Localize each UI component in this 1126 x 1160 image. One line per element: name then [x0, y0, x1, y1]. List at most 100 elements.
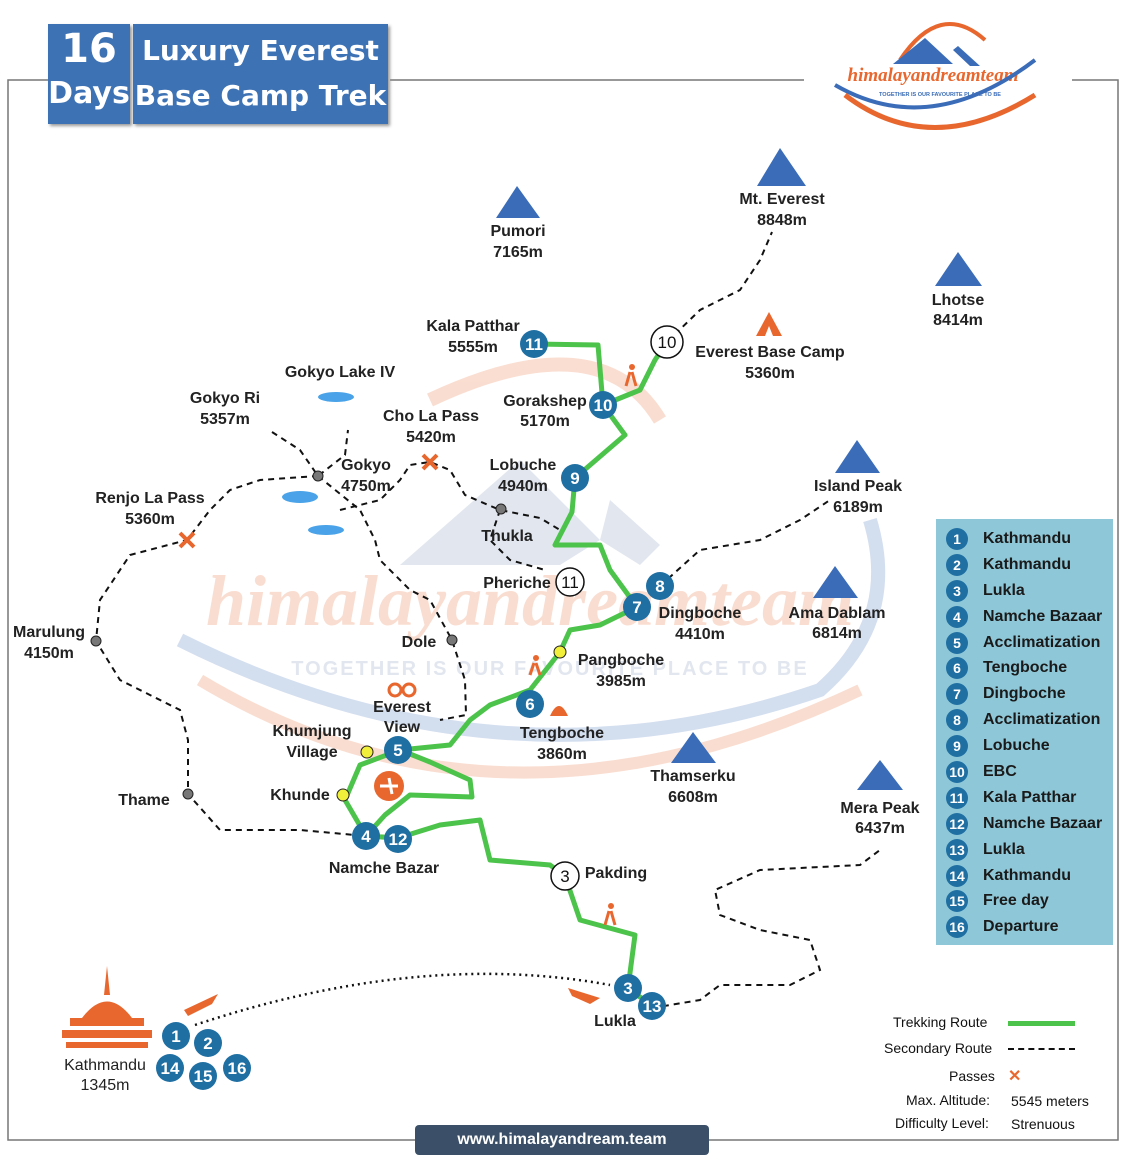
- day-badge: 7: [623, 593, 651, 621]
- svg-text:Pheriche: Pheriche: [483, 575, 551, 592]
- svg-text:Marulung: Marulung: [13, 624, 85, 641]
- day-number: 5: [946, 631, 968, 654]
- svg-text:5170m: 5170m: [520, 413, 570, 430]
- day-place: Kala Patthar: [983, 788, 1077, 806]
- airplane-icon: [568, 988, 600, 1004]
- flight-route: [194, 972, 611, 1027]
- svg-text:10: 10: [658, 333, 677, 352]
- svg-text:Ama Dablam: Ama Dablam: [789, 605, 886, 622]
- max-altitude-value: 5545 meters: [1011, 1093, 1089, 1109]
- svg-text:5420m: 5420m: [406, 429, 456, 446]
- days-number: 16: [61, 26, 117, 72]
- hiker-icon: [603, 903, 617, 926]
- svg-text:7165m: 7165m: [493, 244, 543, 261]
- day-number: 10: [946, 760, 968, 783]
- page-title: Luxury Everest Base Camp Trek: [133, 24, 388, 124]
- svg-text:Pumori: Pumori: [490, 223, 545, 240]
- svg-text:3: 3: [560, 867, 569, 886]
- key-secondary-label: Secondary Route: [884, 1040, 993, 1056]
- svg-text:11: 11: [525, 335, 543, 354]
- svg-text:11: 11: [561, 573, 579, 592]
- day-number: 11: [946, 786, 968, 809]
- svg-text:6814m: 6814m: [812, 625, 862, 642]
- day-number: 13: [946, 838, 968, 861]
- svg-text:5555m: 5555m: [448, 339, 498, 356]
- day-number: 1: [946, 527, 968, 550]
- tent-icon: [756, 312, 782, 336]
- icons: [62, 312, 782, 1048]
- day-place: Acclimatization: [983, 711, 1101, 729]
- day-place: Departure: [983, 918, 1059, 936]
- day-number: 4: [946, 605, 968, 628]
- svg-text:12: 12: [389, 830, 408, 849]
- svg-text:13: 13: [643, 997, 662, 1016]
- day-badge: 15: [189, 1062, 217, 1090]
- svg-text:Pangboche: Pangboche: [578, 652, 664, 669]
- day-place: Kathmandu: [983, 555, 1071, 573]
- logo: himalayandreamteam TOGETHER IS OUR FAVOU…: [833, 22, 1037, 130]
- day-badge: 3: [550, 861, 580, 891]
- svg-text:Gokyo Ri: Gokyo Ri: [190, 390, 260, 407]
- svg-text:8414m: 8414m: [933, 312, 983, 329]
- stupa-icon: [62, 966, 152, 1048]
- day-place: Namche Bazaar: [983, 814, 1103, 832]
- pass-icon: [178, 531, 196, 549]
- svg-text:Everest: Everest: [373, 699, 431, 716]
- day-badge: 1: [162, 1022, 190, 1050]
- svg-text:8848m: 8848m: [757, 212, 807, 229]
- day-number: 2: [946, 553, 968, 576]
- svg-text:5360m: 5360m: [125, 511, 175, 528]
- svg-text:Village: Village: [286, 744, 337, 761]
- title-days: 16 Days: [48, 24, 130, 124]
- day-badge: 3: [614, 974, 642, 1002]
- key-secondary-line: [1008, 1048, 1075, 1050]
- website-link[interactable]: www.himalayandream.team: [415, 1125, 709, 1155]
- day-number: 3: [946, 579, 968, 602]
- day-place: Namche Bazaar: [983, 607, 1103, 625]
- svg-text:Gokyo: Gokyo: [341, 457, 391, 474]
- svg-text:Thukla: Thukla: [481, 528, 533, 545]
- svg-text:himalayandreamteam: himalayandreamteam: [206, 561, 854, 641]
- svg-text:5357m: 5357m: [200, 411, 250, 428]
- itinerary-item: 15 Free day: [946, 888, 1113, 914]
- day-number: 15: [946, 890, 968, 913]
- day-place: Free day: [983, 892, 1049, 910]
- svg-text:6189m: 6189m: [833, 499, 883, 516]
- svg-text:15: 15: [194, 1067, 213, 1086]
- svg-text:Cho La Pass: Cho La Pass: [383, 408, 479, 425]
- svg-text:Lobuche: Lobuche: [490, 457, 557, 474]
- day-badge: 5: [384, 736, 412, 764]
- svg-text:Gokyo Lake IV: Gokyo Lake IV: [285, 364, 396, 381]
- svg-text:4750m: 4750m: [341, 478, 391, 495]
- itinerary-item: 4 Namche Bazaar: [946, 604, 1113, 630]
- key-trekking-label: Trekking Route: [893, 1014, 988, 1030]
- svg-text:himalayandreamteam: himalayandreamteam: [848, 65, 1019, 86]
- monastery-icon: [550, 706, 568, 716]
- svg-text:Renjo La Pass: Renjo La Pass: [95, 490, 204, 507]
- svg-text:Khunde: Khunde: [270, 787, 330, 804]
- svg-text:View: View: [384, 719, 421, 736]
- max-altitude-label: Max. Altitude:: [906, 1092, 991, 1108]
- svg-text:5360m: 5360m: [745, 365, 795, 382]
- day-badge: 2: [194, 1029, 222, 1057]
- day-badge: 12: [384, 825, 412, 853]
- day-number: 16: [946, 916, 968, 939]
- day-place: Tengboche: [983, 659, 1068, 677]
- svg-text:4: 4: [361, 827, 371, 846]
- svg-text:9: 9: [570, 469, 579, 488]
- mountain-icons: [496, 148, 982, 790]
- svg-text:3: 3: [623, 979, 632, 998]
- day-badge: 6: [516, 690, 544, 718]
- svg-text:Kala Patthar: Kala Patthar: [426, 318, 519, 335]
- svg-text:Thamserku: Thamserku: [650, 768, 735, 785]
- svg-text:Pakding: Pakding: [585, 865, 647, 882]
- day-badge: 11: [520, 330, 548, 358]
- svg-text:6608m: 6608m: [668, 789, 718, 806]
